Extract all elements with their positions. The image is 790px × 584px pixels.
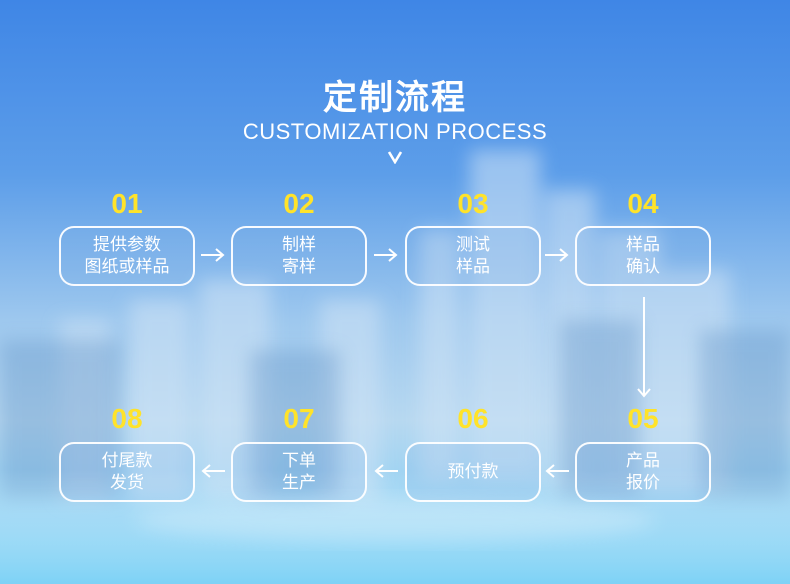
step-label-line1: 测试: [456, 235, 490, 255]
step-box-02[interactable]: 制样 寄样: [231, 226, 367, 286]
step-box-03[interactable]: 测试 样品: [405, 226, 541, 286]
step-label-line1: 制样: [282, 235, 316, 255]
step-box-01[interactable]: 提供参数 图纸或样品: [59, 226, 195, 286]
arrow-right-icon: [201, 248, 225, 262]
step-label-line2: 寄样: [282, 257, 316, 277]
step-number-08: 08: [111, 403, 143, 434]
arrow-right-icon: [545, 248, 569, 262]
step-label-line1: 下单: [282, 451, 316, 471]
step-label-line2: 图纸或样品: [84, 257, 170, 277]
step-label-line1: 付尾款: [101, 451, 153, 471]
step-box-06[interactable]: 预付款: [405, 442, 541, 502]
arrow-down-icon: [637, 297, 651, 398]
step-label-line1: 样品: [626, 235, 660, 255]
step-label-line1: 产品: [626, 451, 660, 471]
step-label-line2: 确认: [626, 257, 660, 277]
step-box-05[interactable]: 产品 报价: [575, 442, 711, 502]
step-label-line2: 样品: [456, 257, 490, 277]
step-number-07: 07: [283, 403, 315, 434]
step-label-line2: 生产: [282, 473, 316, 493]
step-box-08[interactable]: 付尾款 发货: [59, 442, 195, 502]
step-label-line2: 报价: [626, 473, 660, 493]
step-number-05: 05: [627, 403, 659, 434]
step-number-02: 02: [283, 188, 315, 219]
arrow-right-icon: [374, 248, 398, 262]
step-label-line2: 发货: [110, 473, 144, 493]
page-title: 定制流程: [323, 78, 467, 118]
step-label-line1: 提供参数: [93, 235, 161, 255]
step-number-06: 06: [457, 403, 489, 434]
step-number-01: 01: [111, 188, 143, 219]
arrow-left-icon: [374, 464, 398, 478]
step-label-line1: 预付款: [447, 462, 499, 482]
page-subtitle: CUSTOMIZATION PROCESS: [242, 119, 548, 144]
step-box-07[interactable]: 下单 生产: [231, 442, 367, 502]
step-number-04: 04: [627, 188, 659, 219]
chevron-down-icon: [387, 151, 403, 164]
step-number-03: 03: [457, 188, 489, 219]
arrow-left-icon: [201, 464, 225, 478]
step-box-04[interactable]: 样品 确认: [575, 226, 711, 286]
arrow-left-icon: [545, 464, 569, 478]
